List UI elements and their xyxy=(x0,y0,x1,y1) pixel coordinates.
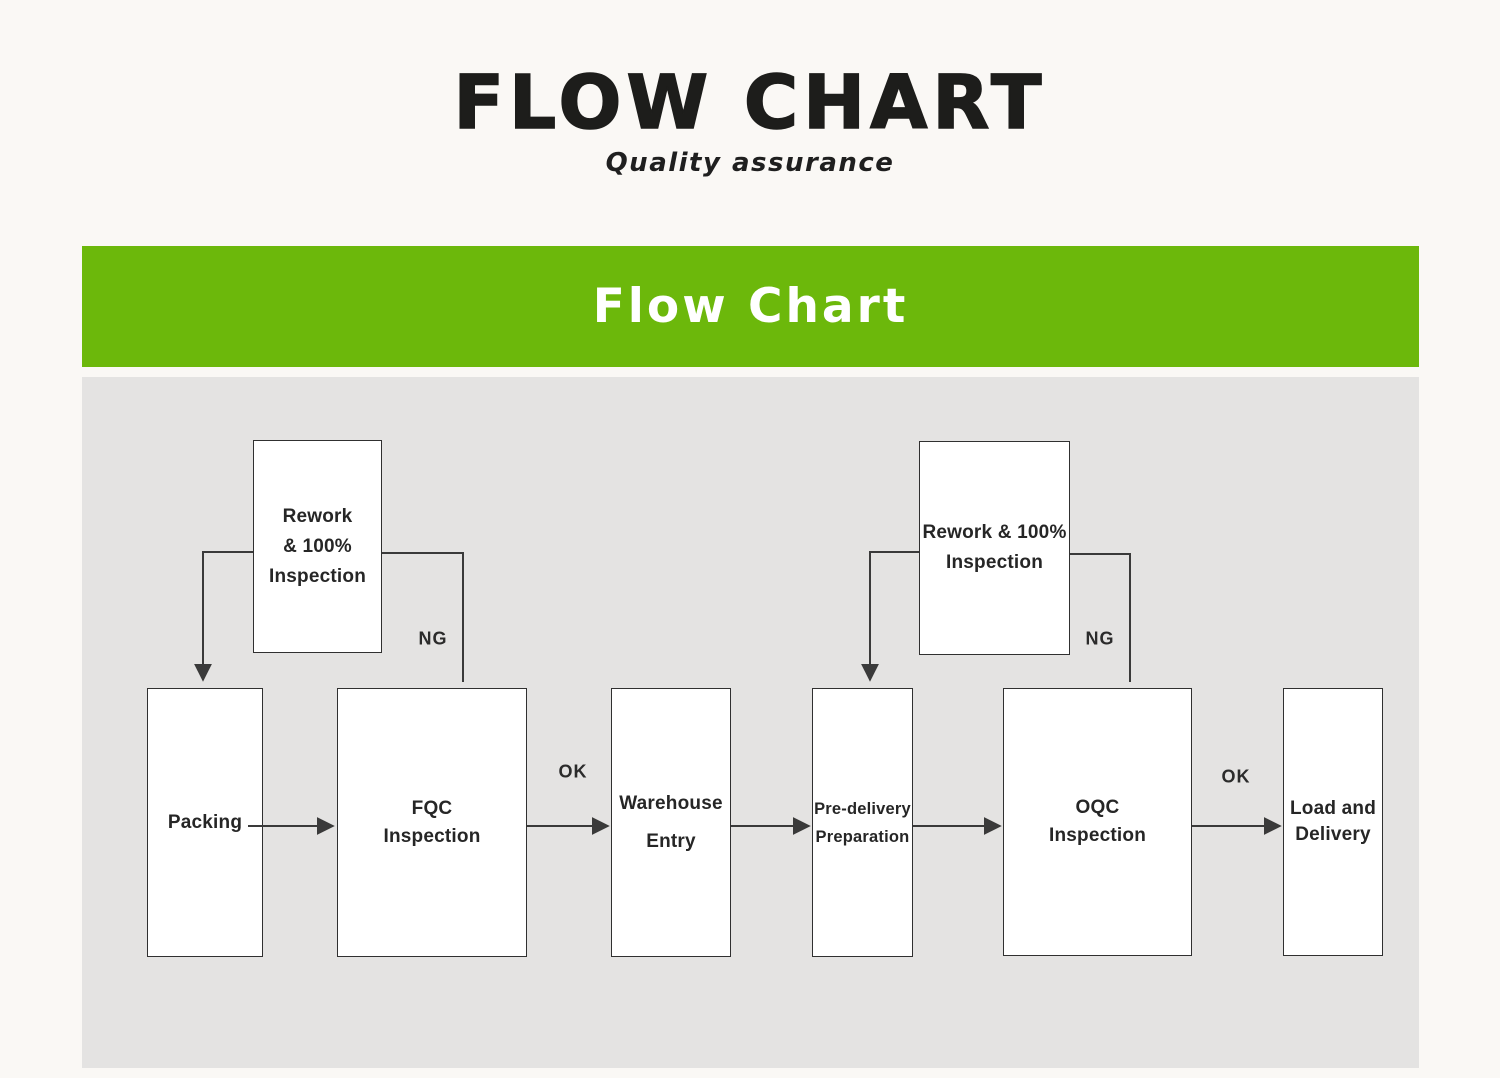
node-warehouse-entry: Warehouse Entry xyxy=(611,688,731,957)
node-label-line: Preparation xyxy=(815,827,910,846)
node-packing: Packing xyxy=(147,688,263,957)
node-label-line: Load and xyxy=(1289,798,1377,819)
node-pre-delivery-preparation: Pre-delivery Preparation xyxy=(812,688,913,957)
node-rework-100-inspection-right: Rework & 100% Inspection xyxy=(919,441,1070,655)
node-label-line: Delivery xyxy=(1295,824,1371,845)
node-label-line: Rework xyxy=(282,505,353,527)
section-banner: Flow Chart xyxy=(82,246,1419,367)
node-label-line: Packing xyxy=(167,811,243,833)
page-header: FLOW CHART Quality assurance xyxy=(0,0,1500,178)
node-rework-100-inspection-left: Rework & 100% Inspection xyxy=(253,440,382,653)
node-label-line: Inspection xyxy=(945,552,1043,573)
node-fqc-inspection: FQC Inspection xyxy=(337,688,527,957)
edge-label-ng-fqc: NG xyxy=(418,628,448,649)
node-label-line: Inspection xyxy=(268,565,366,587)
node-label-line: & 100% xyxy=(283,535,352,557)
edge-label-ok-oqc: OK xyxy=(1221,766,1251,787)
edge-label-ok-fqc: OK xyxy=(558,761,588,782)
node-label-line: Inspection xyxy=(383,825,481,847)
node-label-line: Inspection xyxy=(1048,825,1146,846)
node-load-and-delivery: Load and Delivery xyxy=(1283,688,1383,956)
node-oqc-inspection: OQC Inspection xyxy=(1003,688,1192,956)
banner-title: Flow Chart xyxy=(592,279,909,334)
page-title: FLOW CHART xyxy=(453,60,1047,146)
node-label-line: Warehouse xyxy=(619,792,723,814)
node-label-line: Rework & 100% xyxy=(922,522,1067,543)
flowchart-panel: Rework & 100% Inspection Packing FQC Ins… xyxy=(82,377,1419,1068)
node-label-line: Entry xyxy=(646,830,696,852)
node-label-line: Pre-delivery xyxy=(814,799,911,818)
edge-label-ng-oqc: NG xyxy=(1085,628,1115,649)
page-subtitle: Quality assurance xyxy=(605,148,895,178)
node-label-line: FQC xyxy=(411,797,453,819)
node-label-line: OQC xyxy=(1075,797,1120,818)
